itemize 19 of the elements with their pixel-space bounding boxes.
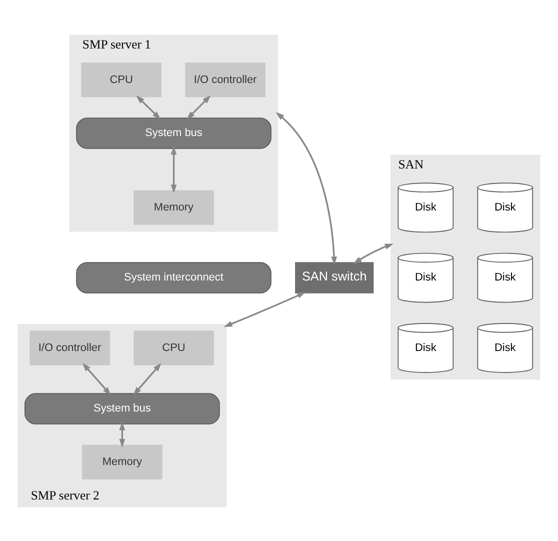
arrow bbox=[136, 94, 161, 120]
node-box: System bus bbox=[24, 392, 220, 424]
node-box: CPU bbox=[81, 62, 162, 97]
node-box: Memory bbox=[82, 444, 162, 479]
node-box: CPU bbox=[134, 330, 214, 365]
arrow bbox=[276, 112, 337, 265]
arrow bbox=[224, 292, 306, 327]
node-box: I/O controller bbox=[30, 330, 110, 365]
node-box: System bus bbox=[76, 117, 272, 148]
arrow bbox=[82, 362, 111, 395]
arrow bbox=[186, 94, 211, 120]
node-box: System interconnect bbox=[76, 262, 272, 293]
arrow bbox=[353, 243, 394, 264]
arrow bbox=[133, 362, 162, 395]
node-box: I/O controller bbox=[185, 62, 266, 97]
arrow bbox=[170, 146, 177, 193]
arrow bbox=[119, 421, 126, 447]
node-box: SAN switch bbox=[295, 262, 374, 293]
node-box: Memory bbox=[134, 190, 214, 224]
